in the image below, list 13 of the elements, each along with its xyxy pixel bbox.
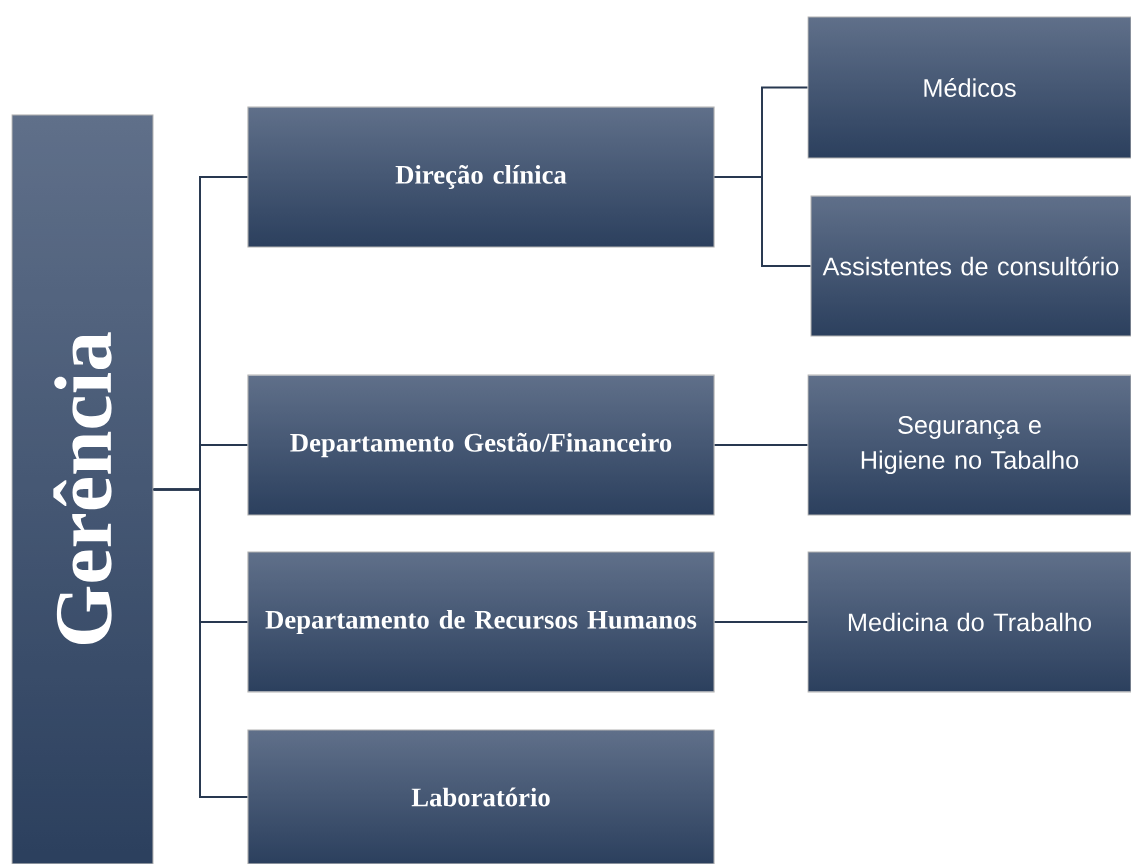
connector-line	[713, 621, 809, 623]
unit-box: Segurança e Higiene no Tabalho	[807, 374, 1131, 516]
connector-line	[152, 488, 249, 798]
department-box: Departamento Gestão/Financeiro	[247, 374, 715, 516]
unit-box: Medicina do Trabalho	[807, 551, 1131, 693]
department-box: Departamento de Recursos Humanos	[247, 551, 715, 693]
department-box: Laboratório	[247, 729, 715, 864]
connector-line	[713, 444, 809, 446]
unit-box: Médicos	[807, 16, 1131, 159]
vertical-title-box: Gerência	[11, 114, 154, 864]
unit-box: Assistentes de consultório	[810, 195, 1131, 337]
connector-line	[713, 176, 812, 267]
department-box: Direção clínica	[247, 106, 715, 248]
